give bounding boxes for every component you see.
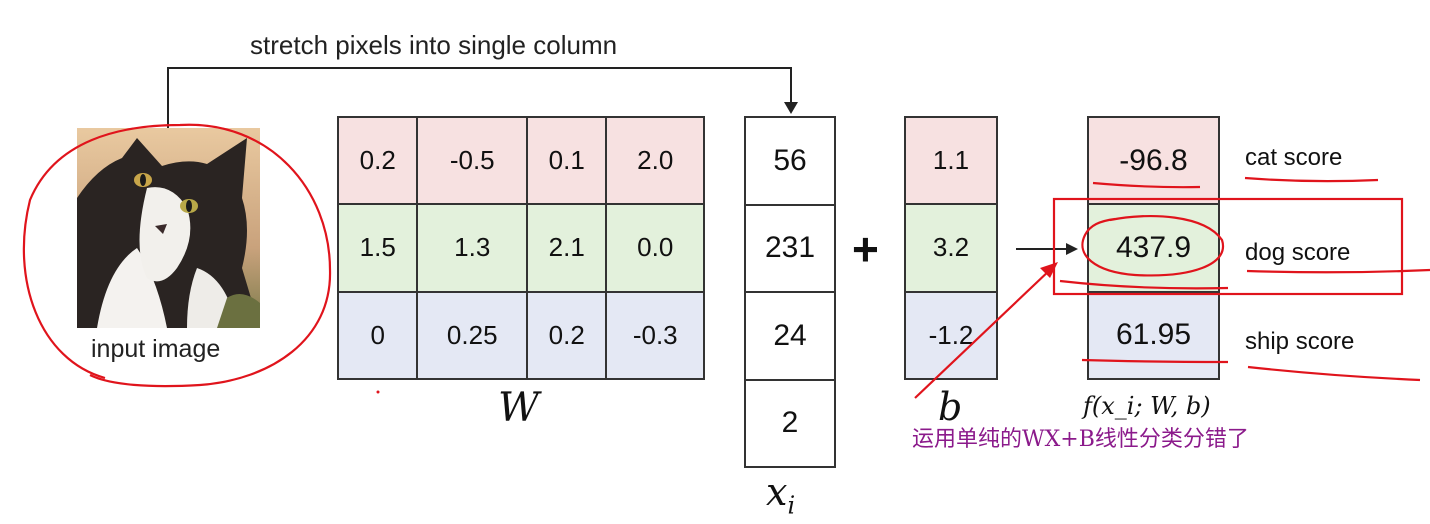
plus-sign: + xyxy=(852,223,879,275)
bias-cell: 3.2 xyxy=(904,203,998,293)
x-cell: 56 xyxy=(744,116,836,206)
x-cell: 24 xyxy=(744,291,836,381)
output-vector: -96.8 437.9 61.95 xyxy=(1087,115,1220,381)
weight-row-dog: 1.5 1.3 2.1 0.0 xyxy=(336,203,705,293)
x-label: xi xyxy=(766,470,796,520)
weight-label: W xyxy=(498,385,540,431)
red-dot xyxy=(376,390,380,394)
output-cell-dog: 437.9 xyxy=(1087,203,1220,293)
weight-cell: 0.0 xyxy=(605,203,705,293)
dog-score-label: dog score xyxy=(1245,239,1351,266)
output-cell-ship: 61.95 xyxy=(1087,290,1220,381)
bias-cell: -1.2 xyxy=(904,290,998,381)
weight-cell: 0.2 xyxy=(336,115,419,206)
bias-vector: 1.1 3.2 -1.2 xyxy=(904,115,998,381)
result-arrowhead xyxy=(1066,243,1078,255)
weight-cell: 0.1 xyxy=(526,115,608,206)
weight-cell: 2.0 xyxy=(605,115,705,206)
weight-row-ship: 0 0.25 0.2 -0.3 xyxy=(336,290,705,381)
weight-row-cat: 0.2 -0.5 0.1 2.0 xyxy=(336,115,705,206)
input-image-label: input image xyxy=(91,335,221,363)
red-pointer-head xyxy=(1040,262,1058,278)
stretch-arrowhead xyxy=(784,102,798,114)
weight-matrix: 0.2 -0.5 0.1 2.0 1.5 1.3 2.1 0.0 0 0.25 … xyxy=(336,115,705,381)
ship-score-label: ship score xyxy=(1245,328,1355,355)
cat-score-label: cat score xyxy=(1245,144,1343,171)
bias-cell: 1.1 xyxy=(904,115,998,206)
cat-image xyxy=(77,128,260,328)
annotation-text: 运用单纯的WX+B线性分类分错了 xyxy=(912,427,1249,452)
weight-cell: -0.5 xyxy=(416,115,529,206)
x-vector: 56 231 24 2 xyxy=(744,116,836,468)
red-underline-ship-label xyxy=(1247,365,1421,382)
weight-cell: 1.5 xyxy=(336,203,419,293)
weight-cell: 1.3 xyxy=(416,203,529,293)
red-underline-dog-label xyxy=(1246,268,1430,274)
red-underline-cat-label xyxy=(1244,176,1379,183)
output-cell-cat: -96.8 xyxy=(1087,115,1220,206)
output-label: f(x_i; W, b) xyxy=(1083,392,1211,420)
x-cell: 2 xyxy=(744,378,836,468)
weight-cell: 0.2 xyxy=(526,290,608,381)
weight-cell: 2.1 xyxy=(526,203,608,293)
x-cell: 231 xyxy=(744,203,836,293)
weight-cell: 0.25 xyxy=(416,290,529,381)
weight-cell: 0 xyxy=(336,290,419,381)
weight-cell: -0.3 xyxy=(605,290,705,381)
stretch-caption: stretch pixels into single column xyxy=(250,30,618,60)
